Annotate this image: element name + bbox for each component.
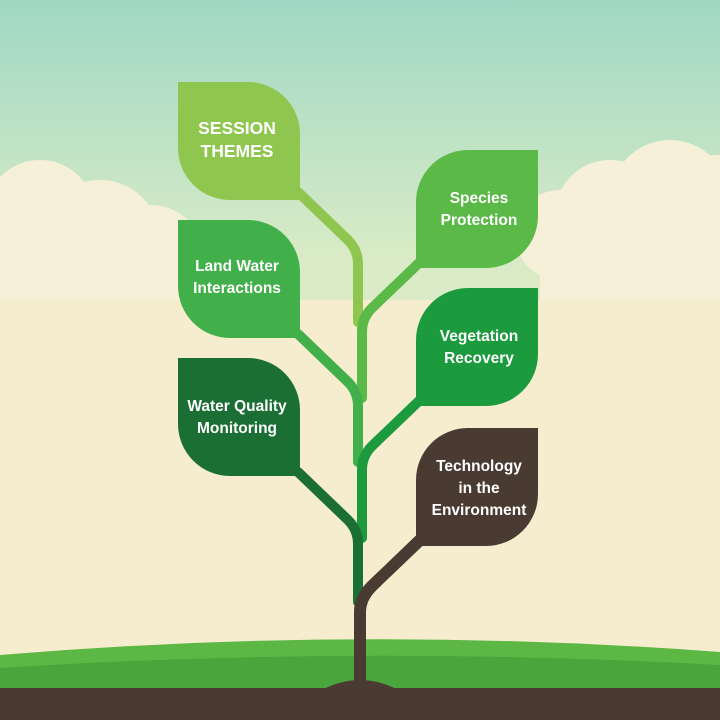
theme-label-vegetation: Vegetation Recovery	[439, 328, 519, 367]
theme-label-technology: Technology in the Environment	[431, 458, 527, 519]
stem-species-protection	[357, 257, 425, 403]
leaf-species-protection	[416, 150, 538, 268]
leaf-technology	[416, 428, 538, 546]
leaf-land-water	[178, 220, 300, 338]
session-themes-title: SESSION THEMES	[198, 118, 276, 161]
stem-vegetation	[357, 395, 425, 543]
stem-technology	[354, 534, 426, 694]
stem-title	[293, 187, 363, 327]
leaf-session-themes	[178, 82, 300, 200]
theme-label-species-protection: Species Protection	[440, 190, 518, 229]
theme-label-land-water: Land Water Interactions	[193, 258, 281, 297]
stem-water-quality	[293, 467, 363, 607]
leaf-water-quality	[178, 358, 300, 476]
leaf-vegetation	[416, 288, 538, 406]
theme-label-water-quality: Water Quality Monitoring	[187, 398, 287, 437]
stem-land-water	[293, 329, 363, 467]
